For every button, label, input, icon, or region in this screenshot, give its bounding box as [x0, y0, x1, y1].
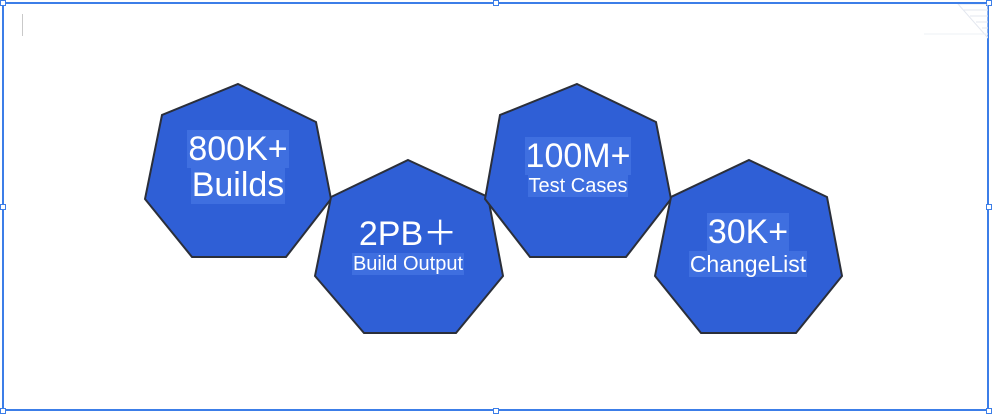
text-caret-icon — [22, 14, 23, 36]
stat-value: 100M+ — [524, 137, 632, 175]
stat-caption: Builds — [190, 166, 286, 204]
stat-caption: ChangeList — [688, 251, 808, 277]
stat-build-output: 2PB＋ Build Output — [338, 216, 478, 276]
stat-caption: Build Output — [351, 253, 465, 275]
stat-value: 2PB＋ — [358, 215, 458, 253]
resize-handle-middle-left[interactable] — [0, 204, 6, 210]
resize-handle-top-left[interactable] — [0, 0, 6, 6]
stat-builds: 800K+ Builds — [168, 130, 308, 204]
stat-value: 30K+ — [706, 213, 790, 251]
resize-handle-top-center[interactable] — [493, 0, 499, 6]
decorative-triangle-icon — [924, 4, 988, 39]
stat-value: 800K+ — [187, 130, 289, 168]
resize-handle-top-right[interactable] — [986, 0, 992, 6]
resize-handle-middle-right[interactable] — [986, 204, 992, 210]
stat-changelist: 30K+ ChangeList — [678, 213, 818, 278]
stat-caption: Test Cases — [527, 175, 629, 197]
resize-handle-bottom-center[interactable] — [493, 408, 499, 414]
heptagon-build-output[interactable] — [313, 158, 505, 334]
stat-test-cases: 100M+ Test Cases — [508, 137, 648, 198]
resize-handle-bottom-left[interactable] — [0, 408, 6, 414]
resize-handle-bottom-right[interactable] — [986, 408, 992, 414]
